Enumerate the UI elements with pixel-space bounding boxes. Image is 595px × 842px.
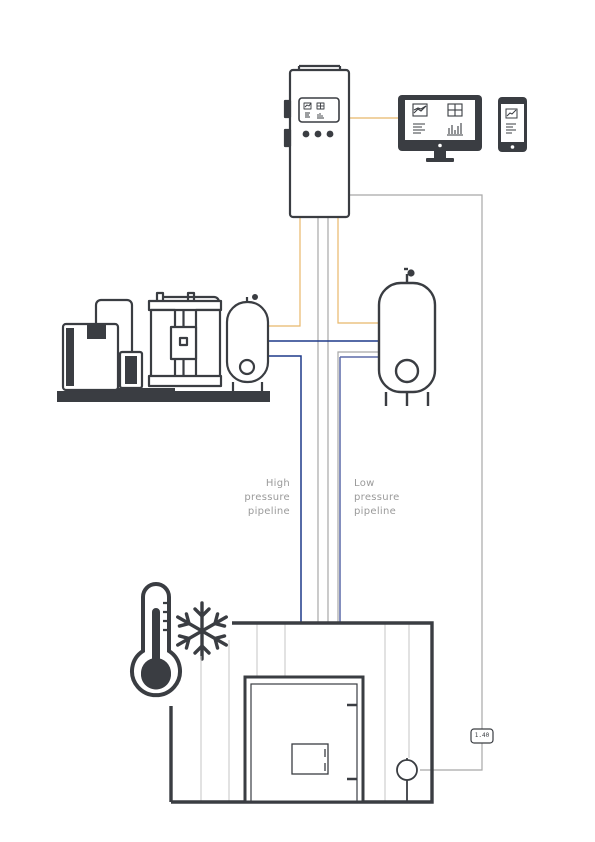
high-pressure-label-line-3: pipeline xyxy=(247,506,290,517)
control-cabinet-icon xyxy=(283,64,351,219)
gas-lines xyxy=(317,194,483,771)
low-pressure-label: Low pressure pipeline xyxy=(354,477,434,519)
low-pressure-label-line-2: pressure xyxy=(354,492,400,503)
storage-tank-icon xyxy=(377,267,437,406)
low-pressure-pipe xyxy=(339,356,379,622)
sensor-line xyxy=(349,194,483,771)
nitrogen-generator-icon xyxy=(57,291,270,402)
snowflake-icon xyxy=(176,601,228,661)
high-pressure-label-line-2: pressure xyxy=(244,492,290,503)
low-pressure-label-line-3: pipeline xyxy=(354,506,397,517)
high-pressure-label-line-1: High xyxy=(265,478,290,489)
cold-storage-room-icon xyxy=(169,621,434,804)
data-links xyxy=(268,117,398,327)
high-pressure-pipe xyxy=(268,340,379,622)
low-pressure-label-line-1: Low xyxy=(354,478,375,489)
controller-generator-link xyxy=(268,217,301,327)
smartphone-icon xyxy=(498,97,527,152)
desktop-monitor-icon xyxy=(398,95,482,162)
high-pressure-label: High pressure pipeline xyxy=(210,477,290,519)
controller-tank-link xyxy=(337,217,379,324)
sensor-readout: 1.40 xyxy=(474,732,490,739)
thermometer-icon xyxy=(130,582,182,698)
sensor-readout-box xyxy=(470,728,494,744)
gas-sensor-icon xyxy=(396,758,418,802)
